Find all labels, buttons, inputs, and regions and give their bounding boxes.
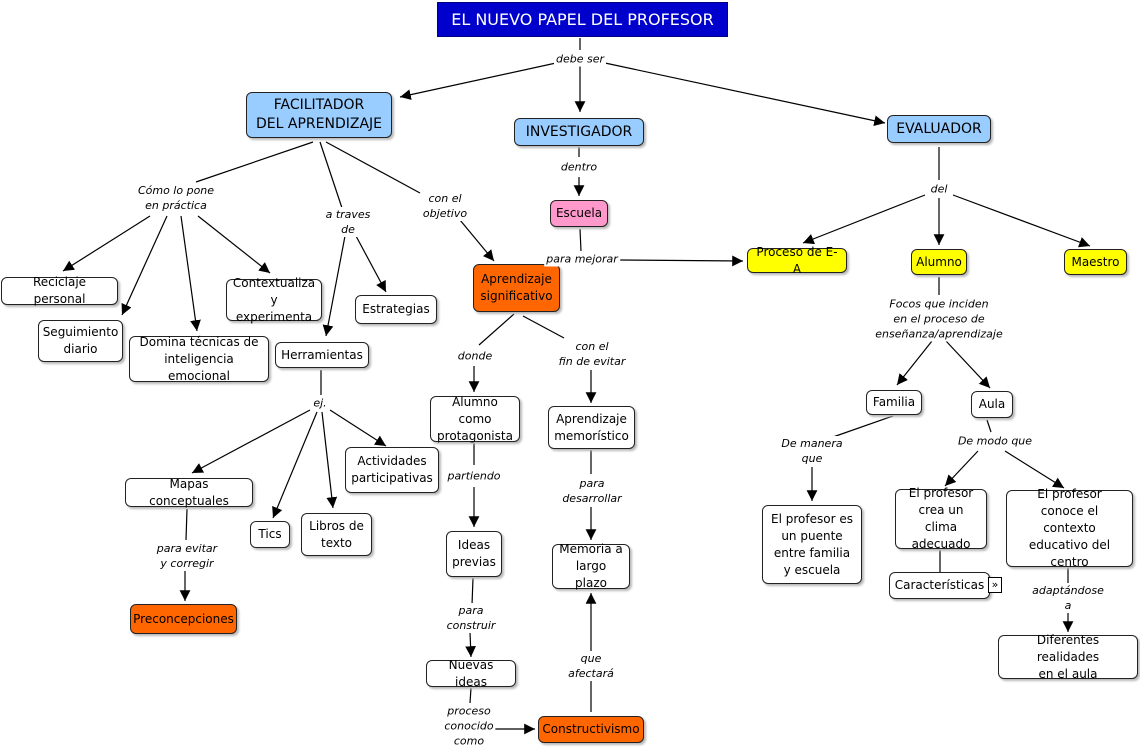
arrow-connector bbox=[191, 409, 311, 474]
link-label-de-modo: De modo que bbox=[955, 433, 1035, 449]
nuevas-ideas-node[interactable]: Nuevas ideas bbox=[426, 658, 516, 689]
evaluador-node[interactable]: EVALUADOR bbox=[887, 115, 991, 143]
reciclaje-node[interactable]: Reciclaje personal bbox=[1, 275, 118, 306]
line-connector bbox=[832, 415, 894, 438]
link-label-para-evitar: para evitar y corregir bbox=[154, 541, 220, 571]
arrow-connector bbox=[618, 255, 744, 267]
alumno-protagonista-node[interactable]: Alumno como protagonista bbox=[430, 395, 520, 443]
aprendizaje-memoristico-node[interactable]: Aprendizaje memorístico bbox=[548, 406, 635, 449]
arrow-connector bbox=[1004, 450, 1065, 489]
link-label-donde: donde bbox=[455, 348, 495, 364]
link-label-del: del bbox=[928, 181, 950, 197]
link-label-focos: Focos que inciden en el proceso de enseñ… bbox=[873, 296, 1005, 342]
investigador-node[interactable]: INVESTIGADOR bbox=[514, 118, 644, 146]
aprendizaje-significativo-node[interactable]: Aprendizaje significativo bbox=[473, 264, 560, 312]
arrow-connector bbox=[952, 194, 1091, 248]
caracteristicas-node[interactable]: Características bbox=[889, 572, 990, 599]
line-connector bbox=[986, 419, 992, 433]
line-connector bbox=[579, 228, 582, 252]
facilitador-node[interactable]: FACILITADOR DEL APRENDIZAJE bbox=[246, 92, 392, 138]
puente-node[interactable]: El profesor es un puente entre familia y… bbox=[762, 505, 862, 584]
link-label-proceso-conocido: proceso conocido como bbox=[442, 703, 496, 749]
seguimiento-node[interactable]: Seguimiento diario bbox=[38, 320, 123, 362]
contexto-node[interactable]: El profesor conoce el contexto educativo… bbox=[1006, 487, 1133, 569]
realidades-node[interactable]: Diferentes realidades en el aula bbox=[998, 633, 1138, 681]
actividades-node[interactable]: Actividades participativas bbox=[345, 447, 439, 493]
arrow-connector bbox=[121, 215, 168, 316]
arrow-connector bbox=[944, 450, 979, 487]
arrow-connector bbox=[896, 340, 933, 386]
contextualiza-node[interactable]: Contextualiza y experimenta bbox=[226, 276, 322, 324]
clima-node[interactable]: El profesor crea un clima adecuado bbox=[895, 486, 987, 551]
double-chevron-right-icon[interactable]: » bbox=[988, 577, 1002, 593]
line-connector bbox=[195, 141, 314, 183]
line-connector bbox=[522, 315, 565, 339]
line-connector bbox=[471, 577, 474, 606]
link-label-debe-ser: debe ser bbox=[553, 51, 607, 67]
constructivismo-node[interactable]: Constructivismo bbox=[538, 716, 644, 743]
proceso-ea-node[interactable]: Proceso de E-A bbox=[747, 245, 847, 276]
maestro-node[interactable]: Maestro bbox=[1064, 249, 1127, 275]
herramientas-node[interactable]: Herramientas bbox=[275, 342, 369, 368]
link-label-para-desarrollar: para desarrollar bbox=[560, 476, 624, 506]
link-label-ej: ej. bbox=[311, 395, 329, 411]
preconcepciones-node[interactable]: Preconcepciones bbox=[130, 604, 237, 634]
domina-node[interactable]: Domina técnicas de inteligencia emociona… bbox=[129, 335, 269, 383]
arrow-connector bbox=[604, 62, 886, 127]
arrow-connector bbox=[322, 235, 346, 337]
familia-node[interactable]: Familia bbox=[866, 390, 922, 415]
link-label-adaptandose: adaptándose a bbox=[1030, 583, 1106, 613]
escuela-node[interactable]: Escuela bbox=[550, 200, 608, 227]
link-label-dentro: dentro bbox=[558, 159, 600, 175]
link-label-con-objetivo: con el objetivo bbox=[420, 191, 470, 221]
map-title: EL NUEVO PAPEL DEL PROFESOR bbox=[437, 2, 728, 37]
mapas-conceptuales-node[interactable]: Mapas conceptuales bbox=[125, 477, 253, 508]
memoria-node[interactable]: Memoria a largo plazo bbox=[552, 542, 630, 590]
arrow-connector bbox=[329, 409, 387, 447]
arrow-connector bbox=[272, 411, 318, 519]
libros-node[interactable]: Libros de texto bbox=[301, 513, 372, 556]
line-connector bbox=[319, 141, 343, 209]
estrategias-node[interactable]: Estrategias bbox=[355, 295, 437, 324]
link-label-de-manera: De manera que bbox=[779, 436, 845, 466]
arrow-connector bbox=[180, 215, 201, 332]
line-connector bbox=[325, 141, 421, 194]
line-connector bbox=[185, 508, 188, 541]
link-label-fin-evitar: con el fin de evitar bbox=[556, 339, 628, 369]
arrow-connector bbox=[465, 631, 476, 658]
arrow-connector bbox=[459, 219, 495, 262]
link-label-partiendo: partiendo bbox=[445, 468, 503, 484]
arrow-connector bbox=[197, 215, 271, 274]
link-label-como-lo-pone: Cómo lo pone en práctica bbox=[135, 183, 217, 213]
link-label-para-construir: para construir bbox=[444, 603, 498, 633]
alumno-node[interactable]: Alumno bbox=[911, 249, 967, 275]
ideas-previas-node[interactable]: Ideas previas bbox=[446, 531, 502, 577]
line-connector bbox=[478, 313, 515, 346]
arrow-connector bbox=[802, 194, 926, 245]
arrow-connector bbox=[62, 215, 151, 272]
arrow-connector bbox=[321, 411, 338, 509]
tics-node[interactable]: Tics bbox=[250, 521, 290, 548]
link-label-a-traves: a traves de bbox=[323, 207, 373, 237]
link-label-que-afectara: que afectará bbox=[566, 651, 616, 681]
arrow-connector bbox=[399, 62, 557, 100]
line-connector bbox=[469, 687, 472, 704]
arrow-connector bbox=[355, 235, 387, 293]
arrow-connector bbox=[945, 340, 991, 389]
aula-node[interactable]: Aula bbox=[971, 391, 1013, 418]
link-label-para-mejorar: para mejorar bbox=[544, 251, 620, 267]
